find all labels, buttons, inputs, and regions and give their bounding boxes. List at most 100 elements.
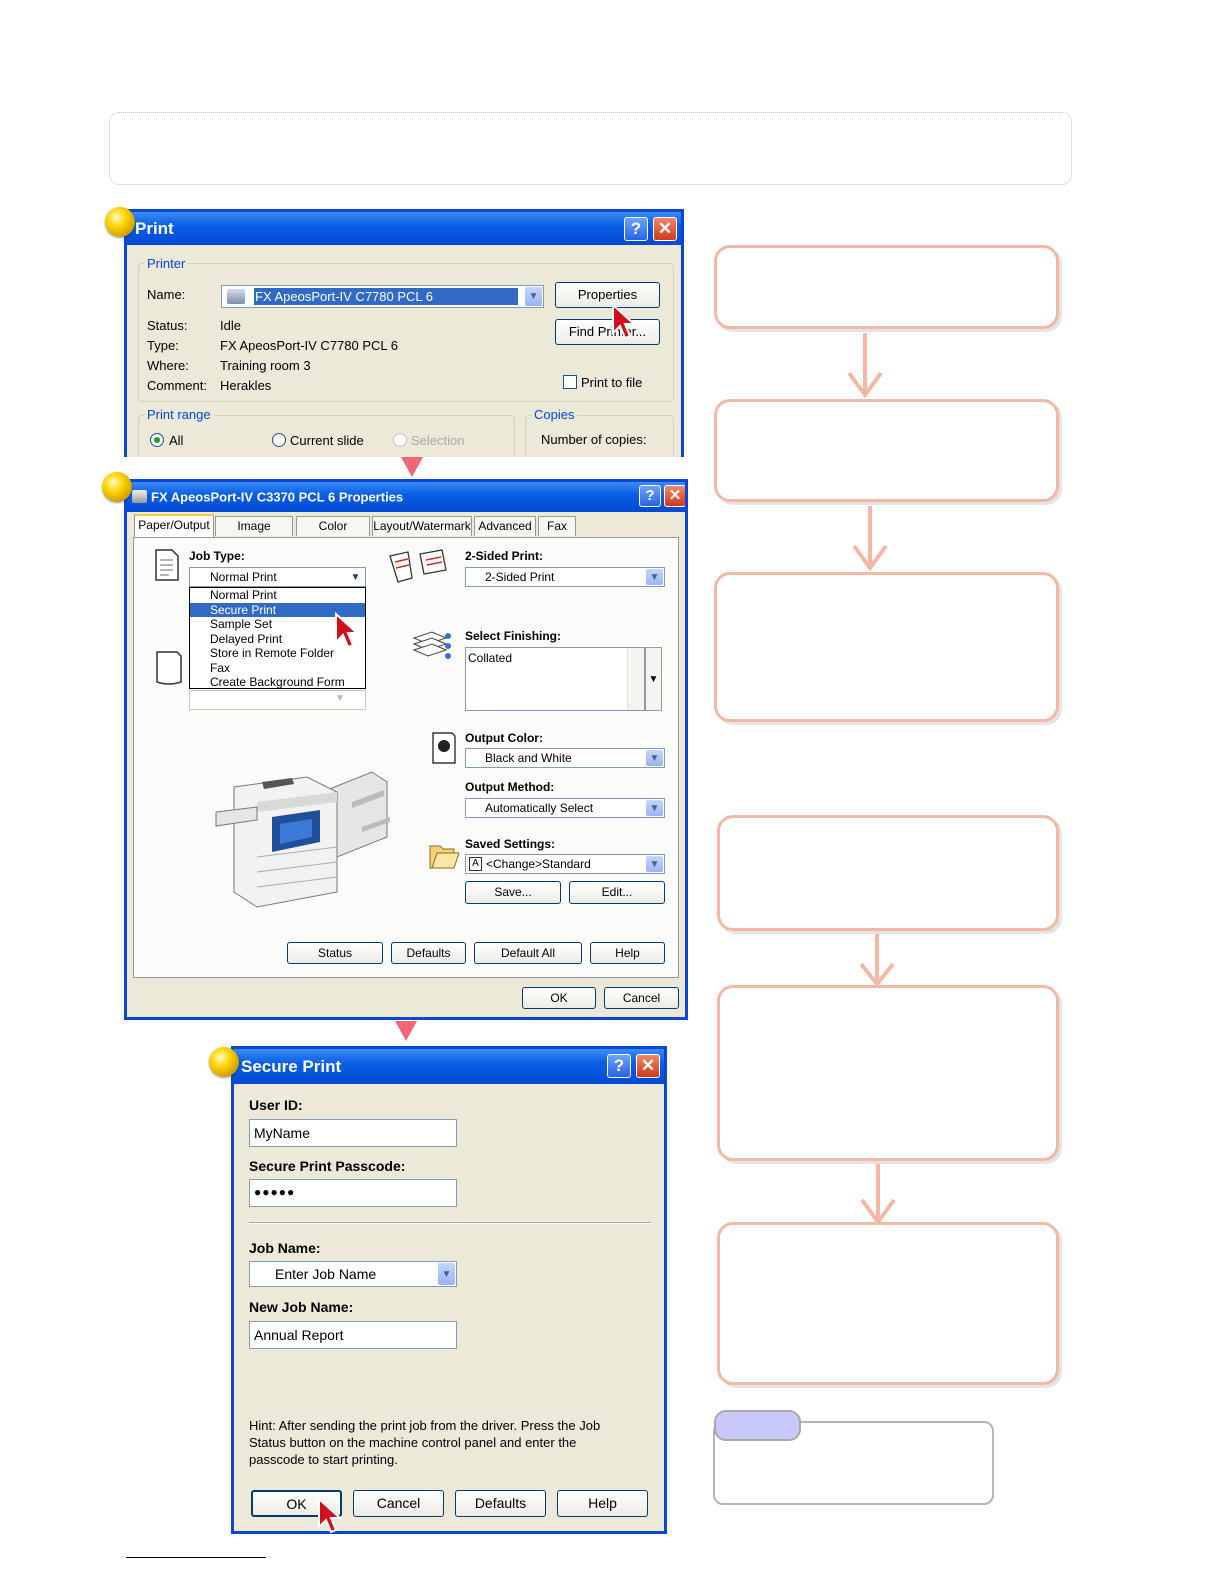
flow-step-5	[717, 985, 1059, 1161]
divider	[249, 1222, 651, 1224]
job-type-value: Normal Print	[210, 570, 277, 584]
print-to-file-label[interactable]: Print to file	[581, 375, 643, 390]
job-type-select[interactable]: Normal Print ▼	[189, 567, 366, 587]
folder-icon	[429, 845, 460, 869]
tab-paper-output[interactable]: Paper/Output	[134, 514, 214, 538]
job-type-option[interactable]: Fax	[210, 660, 231, 675]
user-id-label: User ID:	[249, 1097, 303, 1113]
help-icon[interactable]: ?	[607, 1054, 631, 1078]
properties-dialog-titlebar[interactable]: FX ApeosPort-IV C3370 PCL 6 Properties ?…	[127, 482, 685, 512]
chevron-down-icon[interactable]: ▼	[646, 569, 663, 585]
saved-settings-badge: A	[469, 857, 482, 871]
scrollbar[interactable]	[627, 648, 644, 710]
help-button[interactable]: Help	[590, 942, 665, 964]
name-label: Name:	[147, 287, 186, 302]
where-value: Training room 3	[220, 358, 311, 373]
edit-button[interactable]: Edit...	[569, 881, 665, 904]
output-color-label: Output Color:	[465, 731, 543, 745]
defaults-button[interactable]: Defaults	[455, 1490, 546, 1517]
printer-name-select[interactable]: FX ApeosPort-IV C7780 PCL 6 ▼	[221, 285, 544, 308]
save-button[interactable]: Save...	[465, 881, 561, 904]
status-button[interactable]: Status	[287, 942, 383, 964]
print-dialog-titlebar[interactable]: Print ? ✕	[127, 212, 681, 245]
find-printer-button[interactable]: Find Printer...	[555, 319, 660, 345]
properties-button[interactable]: Properties	[555, 282, 660, 308]
top-note-box	[109, 112, 1072, 185]
range-all-radio[interactable]	[150, 433, 164, 447]
flow-arrow-down-icon	[847, 333, 883, 399]
job-name-value: Enter Job Name	[275, 1266, 377, 1282]
print-to-file-checkbox[interactable]	[563, 375, 577, 389]
print-range-label: Print range	[144, 407, 214, 422]
new-job-name-input[interactable]: Annual Report	[249, 1321, 457, 1349]
cancel-button[interactable]: Cancel	[353, 1490, 444, 1517]
help-icon[interactable]: ?	[639, 485, 661, 507]
saved-settings-value: <Change>Standard	[486, 857, 591, 871]
new-job-name-label: New Job Name:	[249, 1299, 354, 1315]
tab-advanced[interactable]: Advanced	[474, 516, 536, 536]
user-id-input[interactable]: MyName	[249, 1119, 457, 1147]
output-color-select[interactable]: Black and White ▼	[465, 748, 665, 768]
chevron-down-icon[interactable]: ▼	[438, 1263, 455, 1285]
tab-layout-watermark[interactable]: Layout/Watermark	[372, 516, 472, 536]
tab-color-options[interactable]: Color Options	[296, 516, 370, 551]
note-box	[713, 1421, 994, 1505]
help-button[interactable]: Help	[557, 1490, 648, 1517]
range-current-radio[interactable]	[272, 433, 286, 447]
printer-icon	[227, 289, 245, 304]
saved-settings-select[interactable]: A <Change>Standard ▼	[465, 854, 665, 874]
flow-arrow-down-icon	[859, 934, 895, 986]
two-sided-print-icon	[389, 549, 447, 583]
job-name-select[interactable]: Enter Job Name ▼	[249, 1261, 457, 1287]
output-method-select[interactable]: Automatically Select ▼	[465, 798, 665, 818]
chevron-down-icon[interactable]: ▼	[347, 569, 364, 585]
properties-dialog-title: FX ApeosPort-IV C3370 PCL 6 Properties	[151, 489, 404, 505]
secure-print-titlebar[interactable]: Secure Print ? ✕	[234, 1049, 664, 1084]
two-sided-select[interactable]: 2-Sided Print ▼	[465, 567, 665, 587]
job-name-label: Job Name:	[249, 1240, 321, 1256]
finishing-dropdown-button[interactable]: ▼	[645, 647, 662, 711]
tab-fax[interactable]: Fax	[538, 516, 576, 536]
job-type-option[interactable]: Store in Remote Folder	[210, 646, 335, 660]
secure-print-title: Secure Print	[241, 1056, 342, 1076]
flow-step-2	[714, 399, 1059, 502]
chevron-down-icon[interactable]: ▼	[646, 856, 663, 872]
printer-group-label: Printer	[144, 256, 189, 271]
range-all-label[interactable]: All	[169, 433, 184, 448]
chevron-down-icon[interactable]: ▼	[525, 287, 542, 306]
defaults-button[interactable]: Defaults	[391, 942, 466, 964]
chevron-down-icon[interactable]: ▼	[646, 750, 663, 766]
connector-arrow-icon	[401, 457, 423, 477]
close-icon[interactable]: ✕	[664, 485, 685, 507]
output-method-value: Automatically Select	[485, 801, 594, 815]
default-all-button[interactable]: Default All	[474, 942, 582, 964]
job-type-option[interactable]: Normal Print	[210, 588, 277, 602]
job-type-option-selected[interactable]: Secure Print	[190, 602, 365, 617]
chevron-down-icon[interactable]: ▼	[646, 800, 663, 816]
paper-icon	[156, 651, 182, 685]
close-icon[interactable]: ✕	[653, 217, 677, 241]
job-type-option[interactable]: Delayed Print	[210, 631, 283, 646]
finishing-listbox[interactable]: Collated	[465, 647, 645, 711]
passcode-value: ●●●●●	[254, 1185, 296, 1199]
close-icon[interactable]: ✕	[636, 1054, 660, 1078]
flow-step-1	[714, 245, 1059, 329]
range-current-label[interactable]: Current slide	[290, 433, 364, 448]
copies-label: Number of copies:	[541, 432, 647, 447]
mouse-cursor-icon	[612, 303, 637, 340]
printer-title-icon	[132, 490, 147, 503]
flow-step-3	[714, 572, 1059, 722]
printer-group	[138, 263, 674, 402]
copies-group	[525, 415, 674, 457]
job-type-option[interactable]: Sample Set	[210, 617, 273, 631]
job-type-label: Job Type:	[189, 549, 245, 563]
job-type-option[interactable]: Create Background Form	[210, 675, 345, 689]
new-job-name-value: Annual Report	[254, 1327, 344, 1343]
passcode-input[interactable]: ●●●●●	[249, 1179, 457, 1207]
ok-button[interactable]: OK	[522, 987, 596, 1009]
cancel-button[interactable]: Cancel	[604, 987, 679, 1009]
tab-image-options[interactable]: Image Options	[215, 516, 293, 551]
printer-name-value: FX ApeosPort-IV C7780 PCL 6	[254, 288, 518, 305]
help-icon[interactable]: ?	[624, 217, 648, 241]
print-range-group	[138, 415, 515, 457]
